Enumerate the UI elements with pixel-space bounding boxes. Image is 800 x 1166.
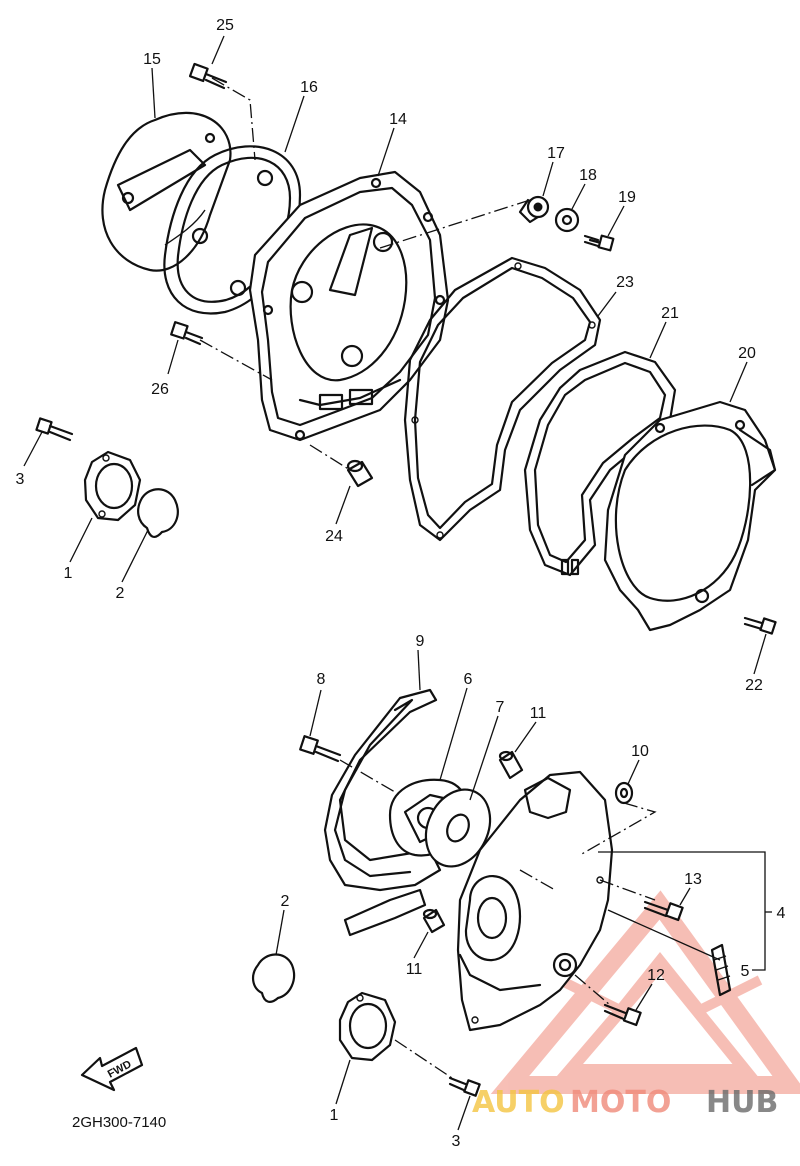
part-11-dowel-upper [498,750,524,780]
part-21-gasket [523,350,677,577]
part-2-gasket-lower [252,953,296,1003]
part-10-washer [614,781,634,805]
watermark-hub: HUB [706,1085,778,1120]
callout-2-upper: 2 [116,585,125,602]
callout-3-upper: 3 [16,471,25,488]
part-13-bolt [643,900,684,922]
part-19-bolt [583,234,615,252]
callout-25: 25 [216,17,234,34]
callout-20: 20 [738,345,756,362]
part-3-screw-lower [448,1076,481,1097]
callout-17: 17 [547,145,565,162]
callout-3-lower: 3 [452,1133,461,1150]
callout-22: 22 [745,677,763,694]
callout-labels: 25 15 16 14 17 18 19 23 21 20 26 3 1 2 2… [16,17,786,1150]
diagram-code: 2GH300-7140 [72,1114,166,1131]
callout-15: 15 [143,51,161,68]
callout-26: 26 [151,381,169,398]
part-25-bolt [188,62,228,90]
fwd-arrow-icon: FWD [80,1046,144,1092]
callout-6: 6 [464,671,473,688]
callout-10: 10 [631,743,649,760]
part-26-bolt [170,321,204,346]
watermark-moto: MOTO [570,1085,671,1120]
callout-18: 18 [579,167,597,184]
watermark-logo-mark [490,890,800,1094]
callout-14: 14 [389,111,407,128]
part-1-cover-lower [338,991,397,1062]
callout-5: 5 [741,963,750,980]
callout-21: 21 [661,305,679,322]
callout-11-lower: 11 [406,961,423,978]
part-8-bolt [299,735,342,763]
part-12-bolt [603,1003,642,1027]
watermark-text: AUTO MOTO HUB [472,1085,778,1120]
callout-2-lower: 2 [281,893,290,910]
part-5-seal-strip [710,943,732,997]
part-22-bolt [743,616,777,635]
part-7-disc [424,788,492,868]
callout-7: 7 [496,699,505,716]
part-2-gasket-upper [137,488,179,538]
watermark-auto: AUTO [472,1085,565,1120]
part-24-dowel [346,459,374,488]
callout-24: 24 [325,528,343,545]
part-17-bushing [518,195,550,224]
callout-23: 23 [616,274,634,291]
part-16-gasket-ring [163,145,302,315]
leader-lines [23,35,772,1131]
part-3-screw-upper [35,417,74,442]
callout-9: 9 [416,633,425,650]
part-18-washer [554,207,580,233]
callout-16: 16 [300,79,318,96]
callout-1-lower: 1 [330,1107,339,1124]
callout-19: 19 [618,189,636,206]
part-20-generator-cover [603,400,777,632]
part-14-crankcase-cover [248,170,450,442]
part-1-cover-upper [83,450,142,522]
callout-11-upper: 11 [530,705,547,722]
part-11-dowel-lower [422,908,446,934]
callout-13: 13 [684,871,702,888]
callout-1-upper: 1 [64,565,73,582]
part-4-crankcase-cover [456,770,614,1032]
alignment-lines [199,77,657,1081]
part-23-gasket [403,256,602,542]
callout-8: 8 [317,671,326,688]
callout-12: 12 [647,967,665,984]
part-15-cover-plate [101,111,232,272]
callout-4: 4 [777,905,786,922]
